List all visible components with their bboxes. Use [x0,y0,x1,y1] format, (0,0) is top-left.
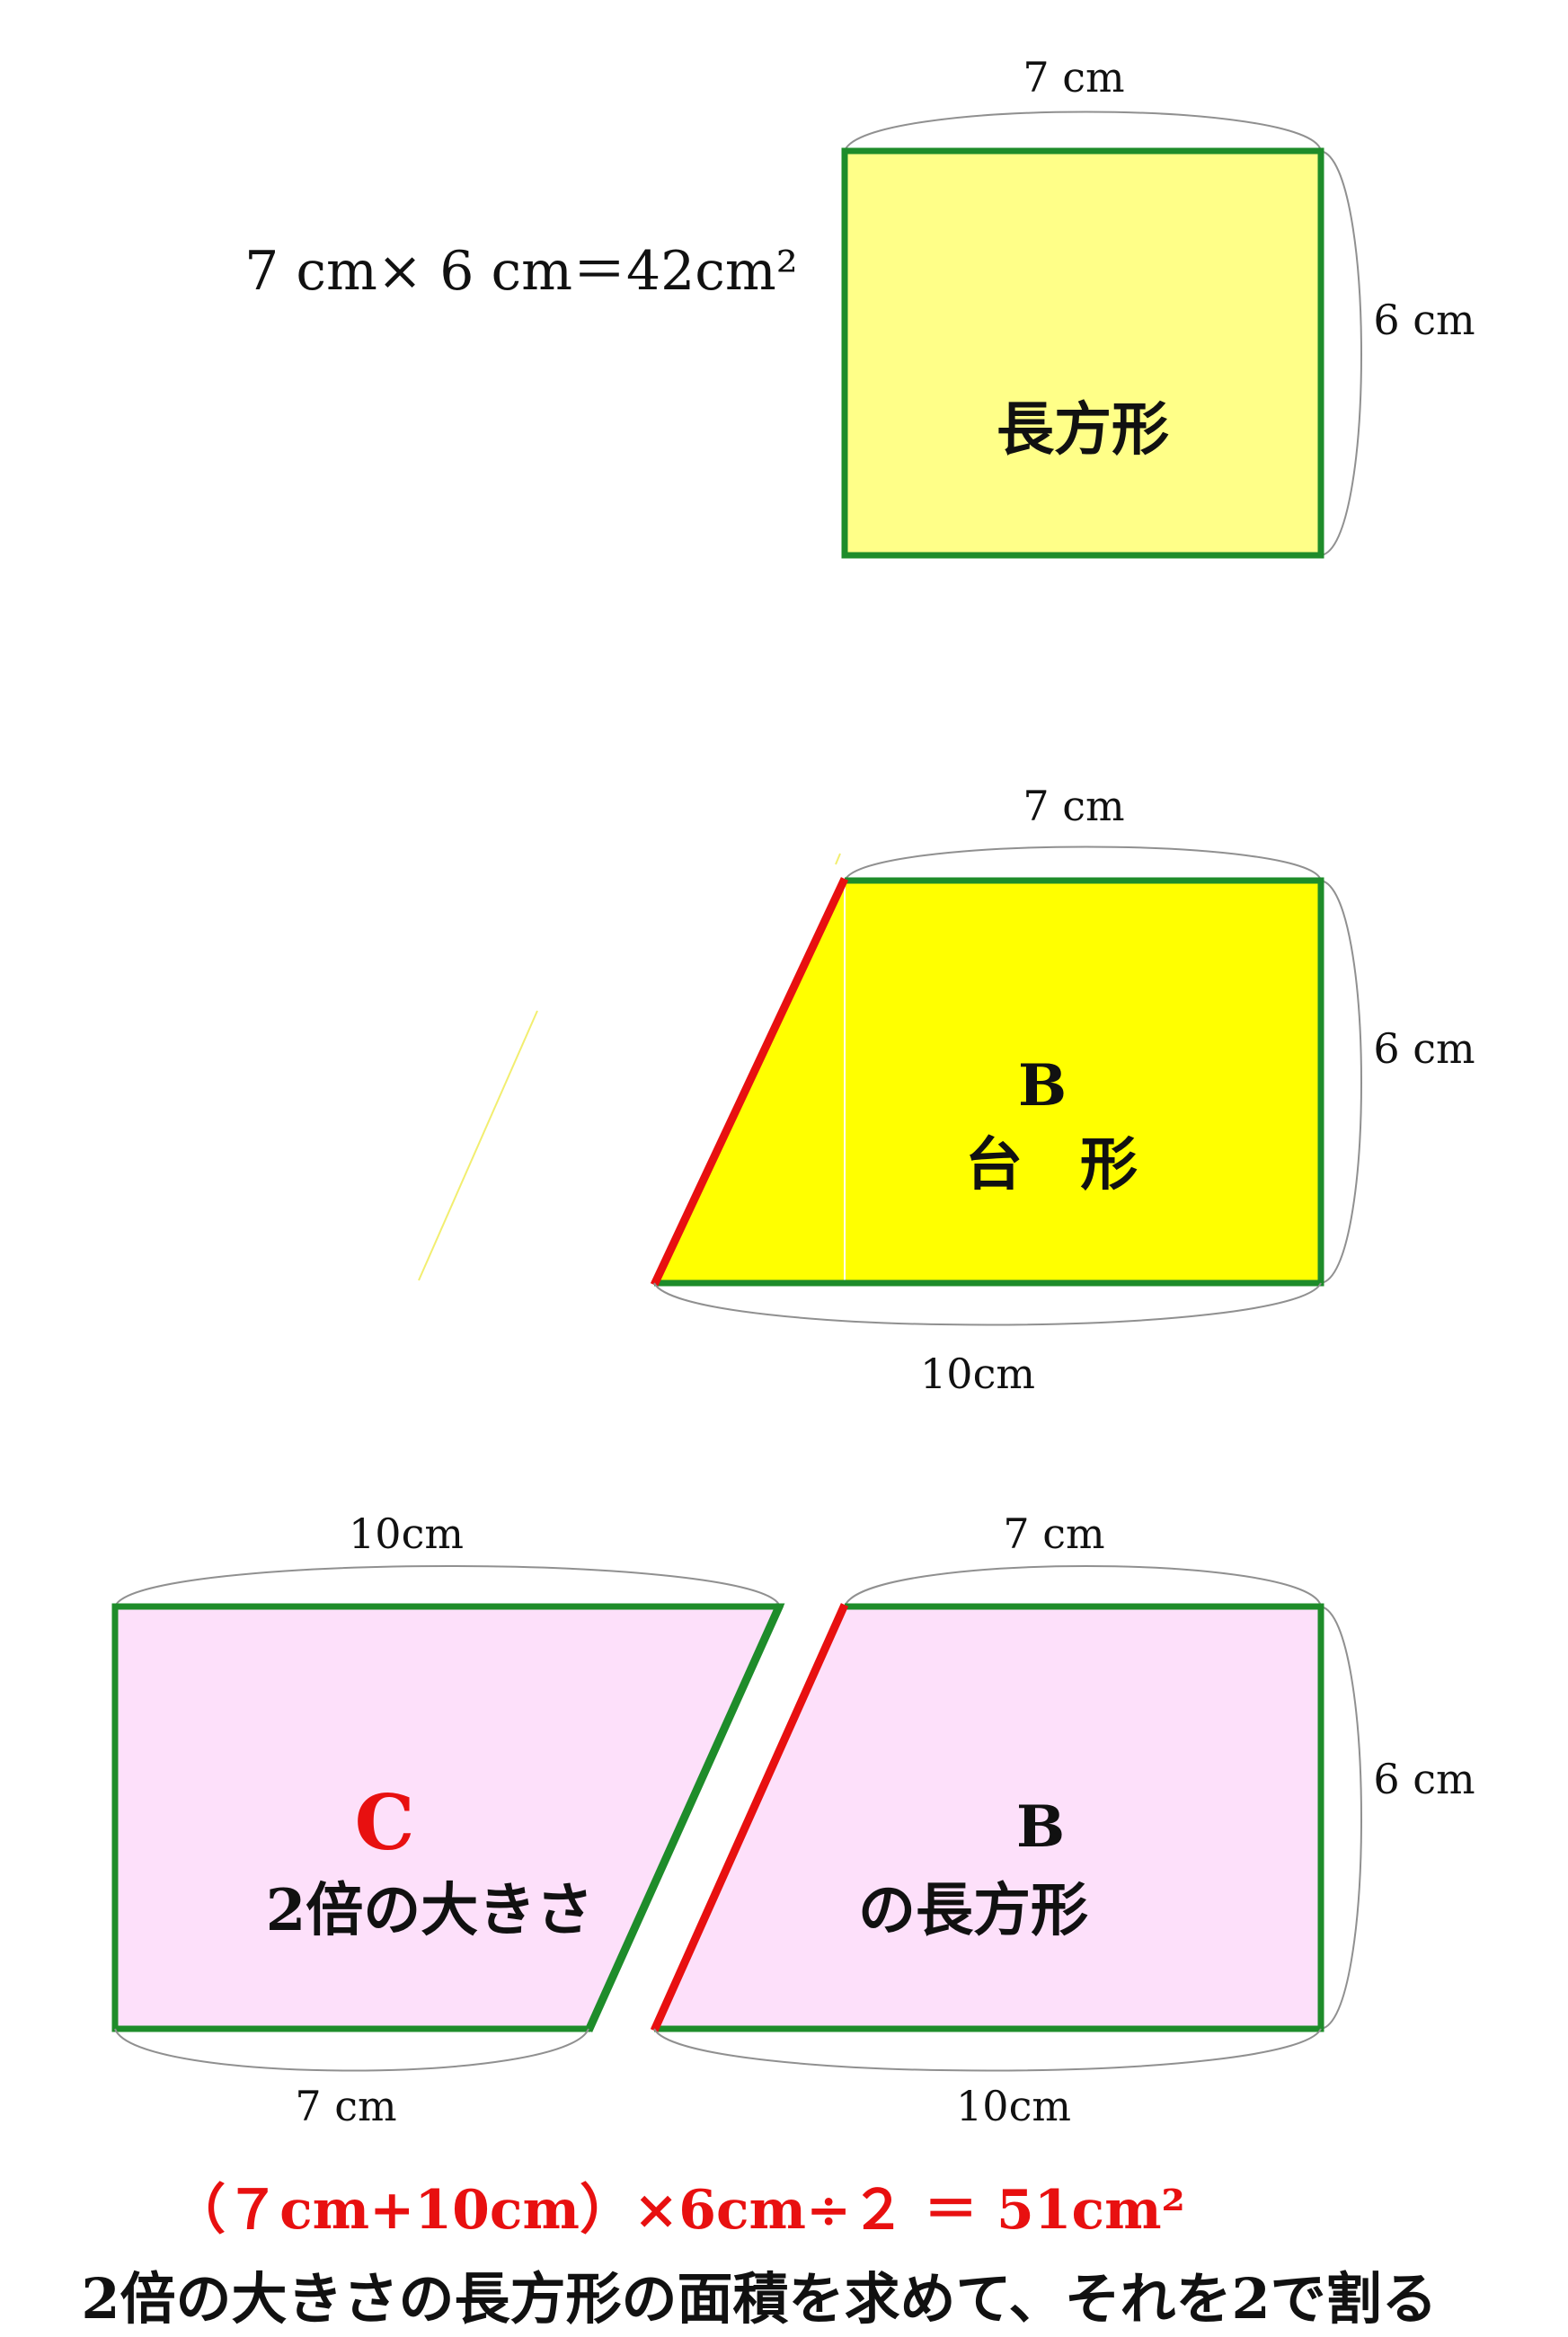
trapezoid-label: 台 形 [965,1131,1138,1199]
b-trapezoid-shape [654,1607,1321,2029]
trapezoid-bottom-dimension: 10cm [920,1350,1035,1398]
c-label: 2倍の大きさ [266,1877,594,1944]
rectangle-shape [841,147,1324,559]
left-top-dimension: 10cm [349,1509,464,1558]
rect-side-dimension-arc [1320,150,1362,556]
left-bottom-dimension-arc [114,2028,589,2072]
trapezoid-top-dimension: 7 cm [1023,782,1124,830]
trapezoid-side-dimension: 6 cm [1373,1024,1475,1073]
rect-top-dimension: 7 cm [1023,53,1124,102]
right-bottom-dimension: 10cm [956,2082,1071,2130]
trapezoid-letter: B [1018,1052,1067,1120]
trapezoid-top-dimension-arc [844,845,1322,881]
rectangle-label: 長方形 [997,396,1169,464]
rect-top-dimension-arc [844,111,1322,152]
b-trapezoid-green-edges [654,1603,1324,2032]
right-side-dimension-arc [1320,1606,1362,2030]
b-label: の長方形 [858,1877,1088,1944]
area-formula: （７cm+10cm）×6cm÷２ ＝ 51cm² [172,2179,1185,2242]
rotated-trapezoid-slanted-edge [584,1603,784,2032]
rect-side-dimension: 6 cm [1373,296,1475,344]
right-top-dimension-arc [844,1565,1322,1607]
explanation-text: 2倍の大きさの長方形の面積を求めて、それを2で割る [81,2266,1437,2332]
trapezoid-slanted-edge [650,877,849,1287]
b-trapezoid-slanted-edge [650,1603,849,2032]
rectangle-area-formula: 7 cm× 6 cm＝42cm² [244,240,798,303]
left-bottom-dimension: 7 cm [295,2082,396,2130]
trapezoid-shape [654,881,1321,1283]
right-bottom-dimension-arc [653,2028,1322,2072]
trapezoid-green-edges [654,877,1324,1287]
trapezoid-bottom-dimension-arc [653,1282,1322,1326]
trapezoid-side-dimension-arc [1320,880,1362,1284]
right-top-dimension: 7 cm [1003,1509,1104,1558]
c-letter: C [355,1778,415,1867]
right-side-dimension: 6 cm [1373,1755,1475,1803]
faint-yellow-guide-tick [835,853,841,865]
faint-yellow-guide-line [418,1010,538,1281]
b-letter: B [1016,1793,1065,1861]
left-top-dimension-arc [114,1565,781,1607]
